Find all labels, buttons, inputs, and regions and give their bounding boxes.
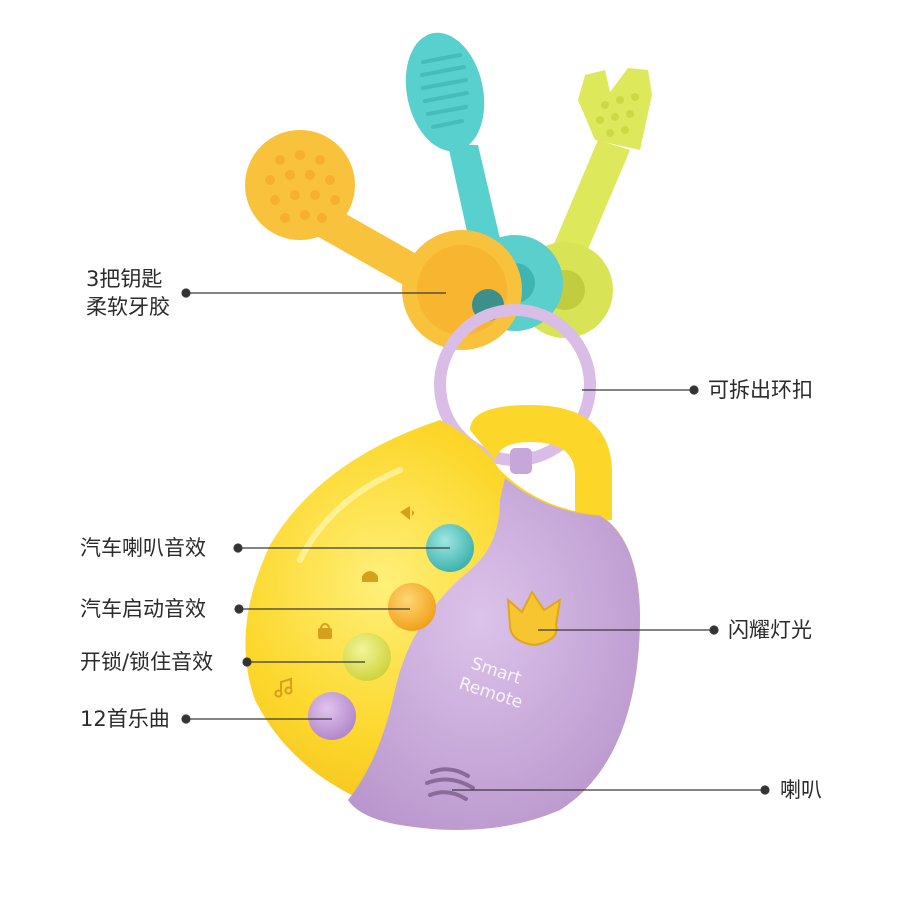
crown-icon [506,590,562,647]
horn-icon [400,506,414,520]
leader-lines [181,288,770,795]
car-icon [362,571,378,582]
callout-horn: 汽车喇叭音效 [80,536,206,560]
lock-icon [318,628,332,639]
music-note-icon [274,677,293,698]
callout-lock: 开锁/锁住音效 [80,650,214,674]
callout-light: 闪耀灯光 [728,618,812,642]
remote-body [245,405,640,830]
callout-keys-line2: 柔软牙胶 [86,295,170,319]
callout-music: 12首乐曲 [80,707,170,731]
music-button[interactable] [308,692,356,740]
lock-button[interactable] [343,633,391,681]
teal-key [405,32,505,268]
callout-keys: 3把钥匙 柔软牙胶 [86,265,170,321]
callout-ring: 可拆出环扣 [708,378,813,402]
callout-keys-line1: 3把钥匙 [86,267,163,291]
lime-key [548,68,652,268]
detachable-ring [434,304,596,474]
speaker-grille-icon [425,767,475,801]
callout-speaker: 喇叭 [780,778,822,802]
start-button[interactable] [388,583,436,631]
callout-start: 汽车启动音效 [80,597,206,621]
